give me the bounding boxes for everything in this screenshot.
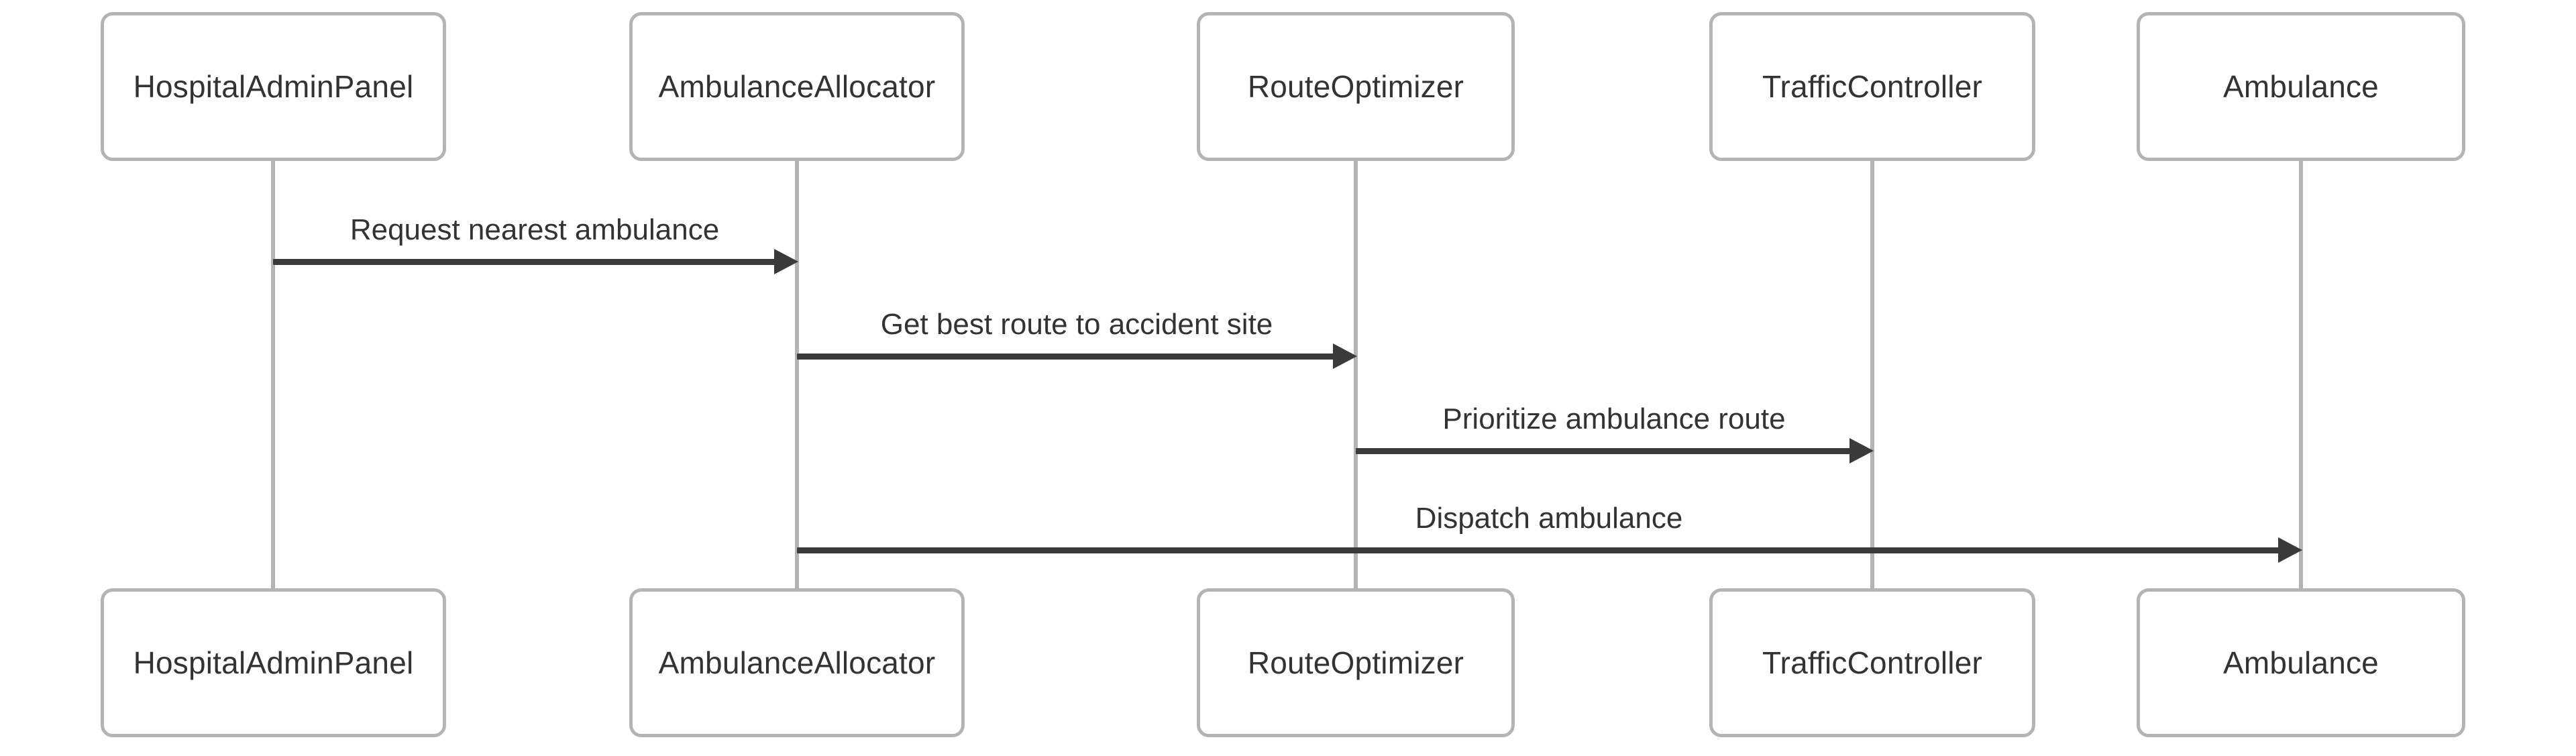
actor-box-top-traffic-controller[interactable]: TrafficController [1709, 12, 2035, 161]
actor-label-route-optimizer: RouteOptimizer [1247, 68, 1464, 104]
actor-label-bottom-traffic-controller: TrafficController [1762, 645, 1983, 680]
message-line-dispatch-ambulance [797, 547, 2281, 553]
actor-label-bottom-route-optimizer: RouteOptimizer [1247, 645, 1464, 680]
message-label-prioritize-ambulance-route: Prioritize ambulance route [1442, 402, 1786, 435]
actor-box-bottom-route-optimizer[interactable]: RouteOptimizer [1197, 588, 1515, 737]
actor-box-top-hospital-admin-panel[interactable]: HospitalAdminPanel [101, 12, 446, 161]
actor-label-bottom-hospital-admin-panel: HospitalAdminPanel [133, 645, 414, 680]
lifeline-ambulance-allocator [795, 161, 799, 588]
message-label-dispatch-ambulance: Dispatch ambulance [1415, 502, 1683, 535]
actor-box-bottom-hospital-admin-panel[interactable]: HospitalAdminPanel [101, 588, 446, 737]
message-line-request-nearest-ambulance [273, 259, 777, 265]
arrowhead-icon-dispatch-ambulance [2278, 537, 2302, 563]
actor-label-traffic-controller: TrafficController [1762, 68, 1983, 104]
actor-box-bottom-ambulance-allocator[interactable]: AmbulanceAllocator [629, 588, 965, 737]
actor-label-bottom-ambulance: Ambulance [2223, 645, 2379, 680]
actor-box-top-ambulance-allocator[interactable]: AmbulanceAllocator [629, 12, 965, 161]
message-line-prioritize-ambulance-route [1356, 448, 1852, 454]
lifeline-route-optimizer [1354, 161, 1358, 588]
lifeline-ambulance [2299, 161, 2303, 588]
message-label-request-nearest-ambulance: Request nearest ambulance [350, 213, 720, 246]
lifeline-hospital-admin-panel [271, 161, 275, 588]
actor-box-bottom-traffic-controller[interactable]: TrafficController [1709, 588, 2035, 737]
actor-box-bottom-ambulance[interactable]: Ambulance [2137, 588, 2465, 737]
arrowhead-icon-request-nearest-ambulance [774, 249, 798, 274]
message-line-get-best-route-to-accident-site [797, 354, 1336, 360]
actor-label-bottom-ambulance-allocator: AmbulanceAllocator [658, 645, 936, 680]
actor-label-hospital-admin-panel: HospitalAdminPanel [133, 68, 414, 104]
actor-label-ambulance-allocator: AmbulanceAllocator [658, 68, 936, 104]
lifeline-traffic-controller [1870, 161, 1874, 588]
arrowhead-icon-prioritize-ambulance-route [1849, 438, 1874, 464]
message-label-get-best-route-to-accident-site: Get best route to accident site [880, 308, 1273, 341]
actor-label-ambulance: Ambulance [2223, 68, 2379, 104]
actor-box-top-ambulance[interactable]: Ambulance [2137, 12, 2465, 161]
actor-box-top-route-optimizer[interactable]: RouteOptimizer [1197, 12, 1515, 161]
arrowhead-icon-get-best-route-to-accident-site [1333, 343, 1357, 369]
